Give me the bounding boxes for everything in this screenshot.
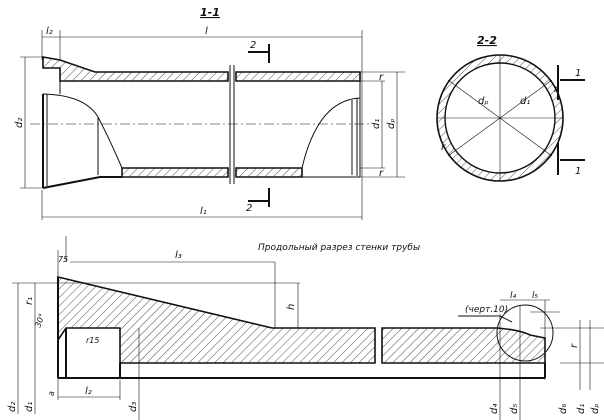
section-1-1: 1-1 l₂ l l₁ d₂ d₁ dₚ r r 2 2 — [14, 6, 405, 220]
dim-d3-left: d₃ — [128, 402, 139, 412]
dim-d4: d₄ — [489, 404, 500, 414]
dim-r-right: r — [554, 84, 559, 95]
dim-r15: r15 — [86, 336, 99, 345]
dim-d1-wall-left: d₁ — [24, 402, 35, 412]
dim-l: l — [205, 26, 208, 37]
cut-2-top: 2 — [250, 40, 256, 51]
dim-d2: d₂ — [14, 118, 25, 128]
dim-l5: l₅ — [532, 291, 539, 301]
dim-angle: 30° — [33, 312, 46, 328]
dim-r-bottom: r — [379, 168, 384, 179]
bottom-wall-right — [235, 167, 303, 178]
dim-75: 75 — [58, 255, 68, 264]
dim-l1: l₁ — [200, 206, 207, 217]
dim-dp-circle: dₚ — [478, 96, 489, 107]
dim-h: h — [286, 304, 297, 310]
dim-dp-wall: dₚ — [590, 403, 601, 414]
dim-l2: l₂ — [46, 26, 53, 37]
dim-d1: d₁ — [371, 119, 382, 129]
top-wall — [42, 56, 229, 82]
wall-section-title: Продольный разрез стенки трубы — [258, 243, 420, 253]
detail-circle — [496, 304, 554, 362]
dim-l4: l₄ — [510, 291, 517, 301]
dim-d2-wall: d₂ — [7, 402, 18, 412]
section-2-2-title: 2-2 — [477, 34, 497, 47]
section-2-2: 2-2 dₚ d₁ r r 1 1 — [436, 34, 585, 182]
dim-l3: l₃ — [175, 250, 182, 261]
section-1-1-title: 1-1 — [200, 6, 220, 19]
bottom-wall — [121, 167, 229, 178]
dim-d1-circle: d₁ — [520, 96, 530, 107]
dim-d6: d₆ — [558, 404, 569, 414]
dim-r-top: r — [379, 72, 384, 83]
wall-profile-right — [381, 327, 546, 364]
dim-d1-wall-right: d₁ — [576, 404, 587, 414]
wall-section: Продольный разрез стенки трубы 75 l₃ h r… — [7, 236, 604, 420]
dim-r-wall: r — [569, 343, 580, 348]
dim-l2-wall: l₂ — [85, 386, 92, 397]
cut-1-bottom: 1 — [575, 166, 581, 177]
wall-profile — [57, 275, 376, 364]
dim-dp: dₚ — [386, 118, 397, 129]
cut-2-bottom: 2 — [246, 203, 252, 214]
dim-r1: r₁ — [24, 297, 35, 305]
cut-1-top: 1 — [575, 68, 581, 79]
dim-a: a — [47, 391, 56, 396]
reference-label: (черт.10) — [465, 305, 508, 315]
dim-d5: d₅ — [509, 404, 520, 414]
top-wall-right — [235, 71, 361, 82]
dim-r-left: r — [441, 142, 446, 153]
